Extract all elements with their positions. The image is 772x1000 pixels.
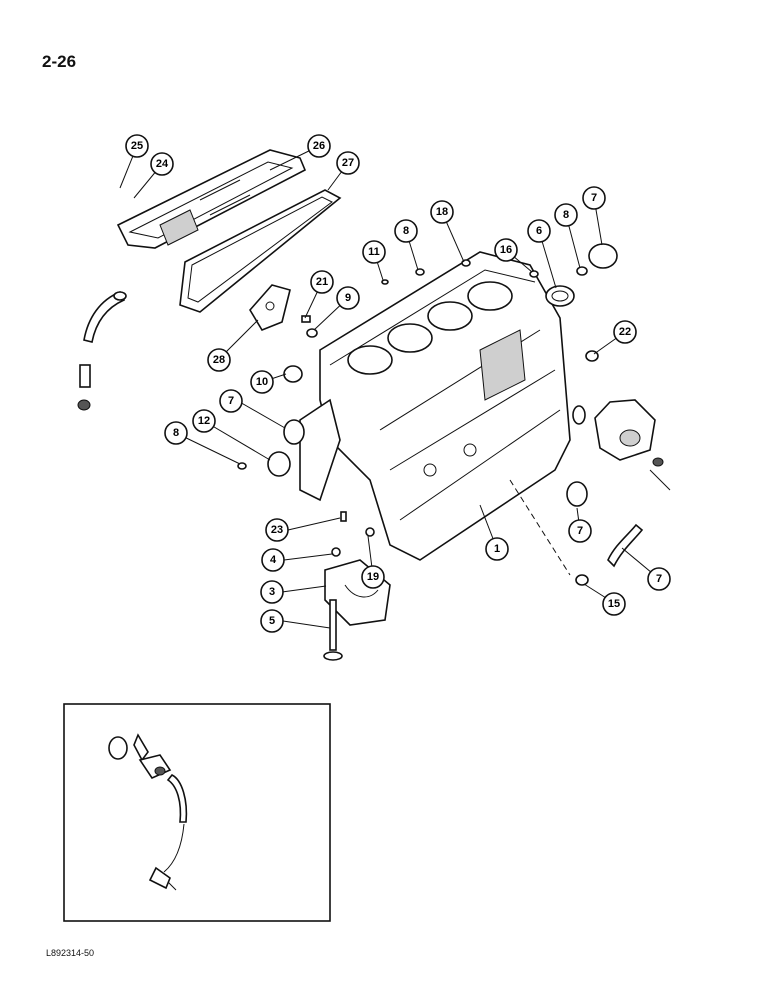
callout-label: 21 [316, 276, 328, 288]
plug-8-left [237, 462, 247, 470]
inset-detail [63, 703, 331, 922]
callout-label: 16 [500, 244, 512, 256]
callout-1: 1 [485, 537, 509, 561]
figure-code: L892314-50 [46, 948, 95, 958]
rocker-cover-gasket [179, 189, 342, 313]
callout-7-top: 7 [582, 186, 606, 210]
callout-24: 7 [647, 567, 671, 591]
callout-label: 10 [256, 376, 268, 388]
callout-label: 8 [403, 225, 409, 237]
callout-15: 15 [602, 592, 626, 616]
callout-9: 9 [336, 286, 360, 310]
callout-label: 25 [131, 140, 143, 152]
callout-28: 27 [336, 151, 360, 175]
callout-label: 24 [156, 158, 169, 170]
dowel-19 [365, 527, 375, 537]
callout-label: 4 [270, 554, 277, 566]
callout-7-left: 7 [219, 389, 243, 413]
plug-11 [381, 279, 389, 285]
plug-8-top [576, 266, 588, 276]
callout-label: 8 [563, 209, 569, 221]
callout-8-top: 8 [394, 219, 418, 243]
callout-8-left: 8 [164, 421, 188, 445]
callout-10: 10 [250, 370, 274, 394]
callout-label: 7 [228, 395, 234, 407]
callout-21: 21 [310, 270, 334, 294]
callout-4: 4 [261, 548, 285, 572]
callout-label: 19 [367, 571, 379, 583]
plug-23 [340, 511, 347, 522]
callout-8-right: 8 [554, 203, 578, 227]
callout-label: 22 [619, 326, 631, 338]
callout-label: 12 [198, 415, 210, 427]
plug-9 [306, 328, 318, 338]
plug-8-mid [415, 268, 425, 276]
rocker-cover [116, 149, 307, 249]
coolant-hose [607, 523, 644, 568]
callout-label: 7 [591, 192, 597, 204]
callout-26: 25 [125, 134, 149, 158]
callout-label: 28 [213, 354, 225, 366]
callout-label: 7 [656, 573, 662, 585]
callout-label: 5 [269, 615, 275, 627]
callout-label: 15 [608, 598, 620, 610]
callout-7-right: 7 [568, 519, 592, 543]
callout-29: 28 [207, 348, 231, 372]
callout-label: 8 [173, 427, 179, 439]
callout-3: 3 [260, 580, 284, 604]
callout-22: 22 [613, 320, 637, 344]
thermostat-housing [572, 399, 671, 491]
callout-label: 6 [536, 225, 542, 237]
plug-10 [283, 365, 303, 383]
callout-label: 26 [313, 140, 325, 152]
callout-label: 11 [368, 246, 380, 258]
callout-label: 9 [345, 292, 351, 304]
callout-label: 18 [436, 206, 448, 218]
callout-25: 24 [150, 152, 174, 176]
callout-6: 6 [527, 219, 551, 243]
breather-hose [77, 290, 127, 411]
callout-18: 18 [430, 200, 454, 224]
main-bearing-bolt [323, 599, 343, 661]
expansion-plug-left [283, 419, 305, 445]
callout-16: 16 [494, 238, 518, 262]
cover-plate [249, 284, 291, 331]
expansion-plug-top [588, 243, 618, 269]
dowel [331, 547, 341, 557]
callout-27: 26 [307, 134, 331, 158]
callout-label: 3 [269, 586, 275, 598]
callout-12: 12 [192, 409, 216, 433]
plug-16 [529, 270, 539, 278]
callout-label: 23 [271, 524, 283, 536]
seal-ring-15 [575, 574, 589, 586]
page-number: 2-26 [42, 52, 77, 71]
callout-label: 7 [577, 525, 583, 537]
callout-label: 27 [342, 157, 354, 169]
expansion-plug-right [566, 481, 588, 507]
callout-23: 23 [265, 518, 289, 542]
callout-5: 5 [260, 609, 284, 633]
callout-label: 1 [494, 543, 500, 555]
camshaft-bushing [545, 285, 575, 307]
cylinder-block [299, 251, 571, 561]
plug-12 [267, 451, 291, 477]
callout-19: 19 [361, 565, 385, 589]
callout-11: 11 [362, 240, 386, 264]
